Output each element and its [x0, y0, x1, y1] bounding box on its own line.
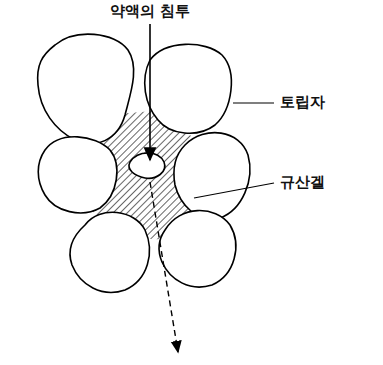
- soil-particles: [38, 34, 250, 292]
- flow-arrow: [150, 182, 178, 352]
- part-label: 토립자: [278, 93, 327, 111]
- flow-label: 약액의 침투: [108, 2, 192, 20]
- penetration-arrow: [149, 24, 151, 160]
- part-label: 규산겔: [278, 173, 327, 191]
- leader-line: [194, 183, 274, 198]
- leader-line: [233, 102, 274, 103]
